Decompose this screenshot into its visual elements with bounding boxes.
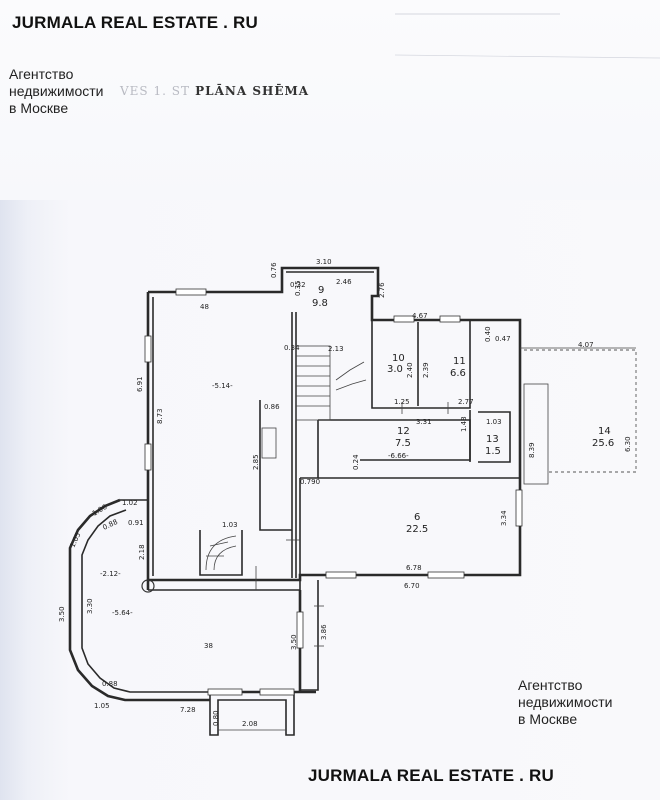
- terrace: [520, 347, 637, 485]
- dim-label: 3.86: [320, 624, 328, 640]
- dim-label: 2.08: [242, 720, 258, 728]
- dim-label: 1.48: [460, 416, 468, 432]
- dim-label: 2.18: [138, 544, 146, 560]
- room-11-number: 11: [453, 356, 466, 367]
- dim-label: 0.790: [300, 478, 320, 486]
- dim-label: 8.39: [528, 442, 536, 458]
- staircase: [205, 345, 367, 571]
- dim-label: 3.34: [500, 510, 508, 526]
- room-14-number: 14: [598, 426, 611, 437]
- dim-label: 0.88: [102, 680, 118, 688]
- dim-label: 2.39: [422, 362, 430, 378]
- dim-label: 6.70: [404, 582, 420, 590]
- windows: [144, 288, 523, 696]
- room-12-area: 7.5: [395, 438, 411, 449]
- dim-label: 0.47: [495, 335, 511, 343]
- room-14-area: 25.6: [592, 438, 614, 449]
- dim-label: 4.07: [578, 341, 594, 349]
- dim-label: 2.40: [406, 362, 414, 378]
- dim-label: -2.12-: [100, 570, 121, 578]
- scan-background: [0, 0, 660, 200]
- watermark-top: JURMALA REAL ESTATE . RU: [12, 13, 258, 32]
- room-labels: 9 9.8 10 3.0 11 6.6 12 7.5 13 1.5 14 25.…: [312, 285, 614, 535]
- dim-label: 3.30: [86, 598, 94, 614]
- dim-label: 0.76: [270, 262, 278, 278]
- agency-label-bottom: Агентство недвижимости в Москве: [518, 677, 613, 727]
- dim-label: -6.66-: [388, 452, 409, 460]
- plan-title: VES 1. ST PLĀNA SHĒMA: [120, 84, 309, 98]
- room-10-number: 10: [392, 353, 405, 364]
- dim-label: 0.34: [284, 344, 300, 352]
- dim-label: 0.80: [212, 710, 220, 726]
- dim-label: 4.67: [412, 312, 428, 320]
- bay-walls: [68, 498, 210, 702]
- dim-label: 0.24: [352, 454, 360, 470]
- room-11-area: 6.6: [450, 368, 466, 379]
- dim-label: 2.85: [252, 454, 260, 470]
- dim-label: 3.50: [290, 634, 298, 650]
- dim-label: 0.35: [294, 280, 302, 296]
- interior-walls: [199, 312, 520, 578]
- agency-label-top: Агентство недвижимости в Москве: [9, 66, 104, 116]
- exterior-walls: [146, 266, 522, 736]
- dim-label: 8.73: [156, 408, 164, 424]
- room-13-number: 13: [486, 434, 499, 445]
- faint-scan-lines: [394, 13, 660, 59]
- dim-label: 3.50: [58, 606, 66, 622]
- dim-label: -5.14-: [212, 382, 233, 390]
- dim-label: -5.64-: [112, 609, 133, 617]
- dim-label: 1.03: [486, 418, 502, 426]
- dim-label: 0.32: [290, 281, 306, 289]
- dim-label: 6.78: [406, 564, 422, 572]
- dim-label: 2.46: [336, 278, 352, 286]
- room-9-number: 9: [318, 285, 324, 296]
- watermark-bottom: JURMALA REAL ESTATE . RU: [308, 766, 554, 785]
- room-9-area: 9.8: [312, 298, 328, 309]
- dim-label: 2.77: [458, 398, 474, 406]
- dim-label: 1.25: [394, 398, 410, 406]
- dim-label: 3.31: [416, 418, 432, 426]
- room-6-area: 22.5: [406, 524, 428, 535]
- dim-label: 0.40: [484, 326, 492, 342]
- dim-label: 3.10: [316, 258, 332, 266]
- dim-label: 6.30: [624, 436, 632, 452]
- room-6-number: 6: [414, 512, 420, 523]
- room-10-area: 3.0: [387, 364, 403, 375]
- door-marks: [255, 402, 449, 647]
- dim-label: 1.05: [69, 531, 83, 549]
- dim-label: 7.28: [180, 706, 196, 714]
- dim-label: 2.13: [328, 345, 344, 353]
- plan-title-faded: VES 1. ST: [120, 84, 190, 98]
- dimension-labels: 3.10 0.76 0.32 0.35 2.46 2.76 4.67 48 6.…: [58, 258, 632, 728]
- room-13-area: 1.5: [485, 446, 501, 457]
- dim-label: 1.05: [94, 702, 110, 710]
- dim-label: 1.02: [122, 499, 138, 507]
- room-12-number: 12: [397, 426, 410, 437]
- dim-label: 2.76: [378, 282, 386, 298]
- plan-title-main: PLĀNA SHĒMA: [195, 84, 310, 98]
- dim-label: 38: [204, 642, 213, 650]
- dim-label: 0.91: [128, 519, 144, 527]
- dim-label: 0.86: [264, 403, 280, 411]
- dim-label: 6.91: [136, 376, 144, 392]
- dim-label: 48: [200, 303, 209, 311]
- dim-label: 1.03: [222, 521, 238, 529]
